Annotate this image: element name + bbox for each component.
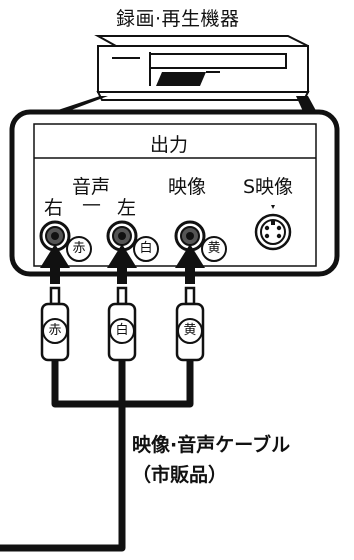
plug-badge-yellow: 黄 — [177, 318, 203, 344]
audio-column-label: 音声 — [72, 176, 111, 198]
rca-jack-icon — [106, 220, 138, 252]
channel-dash: — — [82, 193, 101, 215]
plug-badge-red: 赤 — [42, 318, 68, 344]
svideo-column-label: S映像 — [243, 176, 294, 198]
output-panel-inner — [33, 123, 317, 267]
plug-badge-white: 白 — [109, 318, 135, 344]
jack-badge-red: 赤 — [66, 236, 92, 262]
cable-label-line1: 映像·音声ケーブル — [132, 434, 291, 456]
right-channel-label: 右 — [44, 197, 64, 219]
jack-badge-white: 白 — [133, 236, 159, 262]
video-column-label: 映像 — [168, 176, 207, 198]
up-arrow-icon — [40, 244, 205, 284]
cable-label-line2: （市販品） — [132, 464, 228, 486]
cable-lines — [0, 360, 194, 552]
cable-label: 映像·音声ケーブル （市販品） — [132, 430, 290, 490]
recorder-device-icon — [94, 35, 310, 101]
jack-badge-yellow: 黄 — [201, 236, 227, 262]
svideo-jack-icon — [254, 205, 292, 251]
panel-title: 出力 — [150, 134, 189, 156]
left-channel-label: 左 — [117, 197, 137, 219]
device-label: 録画·再生機器 — [116, 8, 240, 30]
